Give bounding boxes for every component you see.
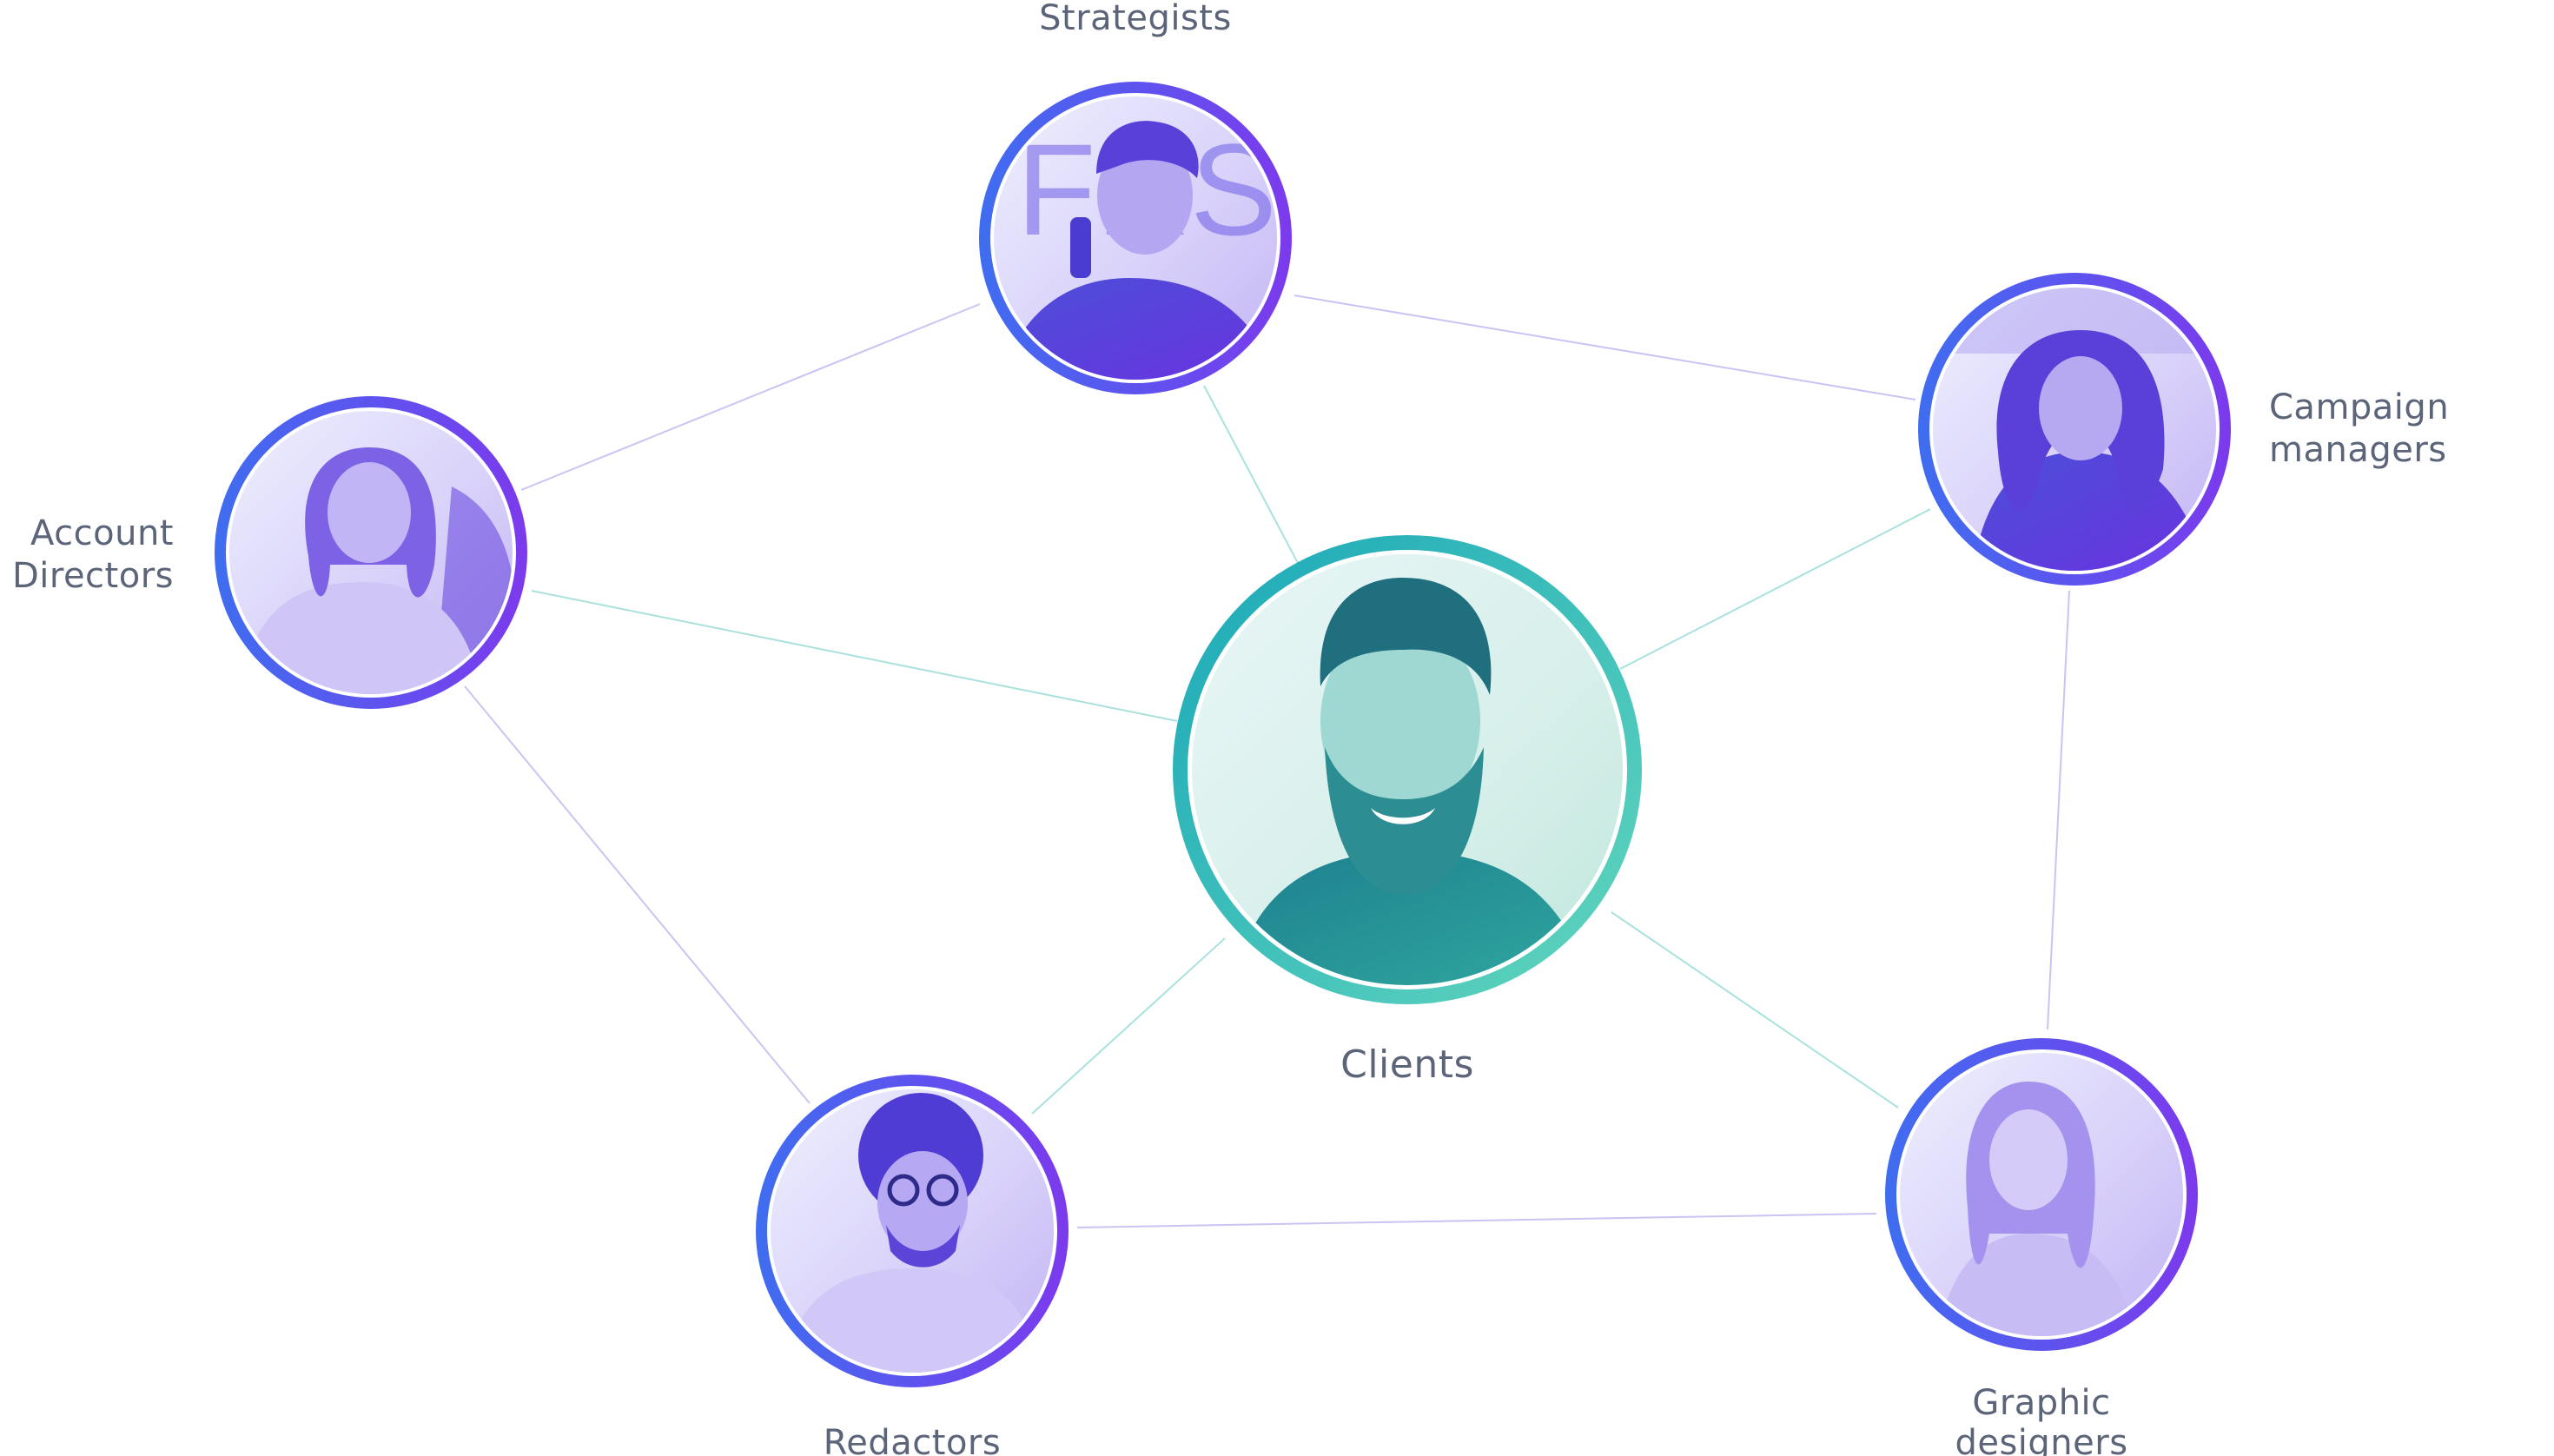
edge-strategists-campaign-managers [1294,295,1916,400]
connection-lines [464,295,2070,1228]
label-graphic-designers-line2: designers [1955,1423,2127,1456]
edge-redactors-clients [1031,937,1226,1115]
label-campaign-managers-line2: managers [2269,430,2447,470]
node-clients [1173,535,1642,1004]
edge-redactors-account-directors [464,685,811,1104]
strategists-avatar: FRS [994,96,1277,380]
edge-campaign-managers-clients [1619,508,1931,670]
node-strategists: FRS [979,82,1292,394]
edge-account-directors-strategists [520,303,981,491]
node-campaign-managers [1918,273,2231,586]
label-redactors: Redactors [824,1423,1001,1456]
label-clients: Clients [1340,1042,1474,1087]
account-directors-avatar [229,411,513,694]
label-strategists: Strategists [1039,0,1232,38]
node-redactors [756,1075,1069,1387]
node-graphic-designers [1885,1038,2198,1351]
redactors-avatar [771,1089,1054,1373]
edge-strategists-clients [1203,385,1300,566]
edge-account-directors-clients [531,590,1178,722]
edge-graphic-designers-clients [1611,911,1899,1109]
edge-campaign-managers-graphic-designers [2047,590,2070,1030]
label-graphic-designers-line1: Graphic [1972,1383,2110,1423]
campaign-managers-avatar [1933,288,2216,571]
label-account-directors-line1: Account [30,513,174,553]
graphic-designers-avatar [1900,1053,2183,1336]
clients-avatar [1192,554,1623,985]
label-campaign-managers-line1: Campaign [2269,387,2449,427]
label-account-directors-line2: Directors [12,556,174,596]
edge-graphic-designers-redactors [1076,1213,1877,1228]
node-account-directors [215,396,527,709]
